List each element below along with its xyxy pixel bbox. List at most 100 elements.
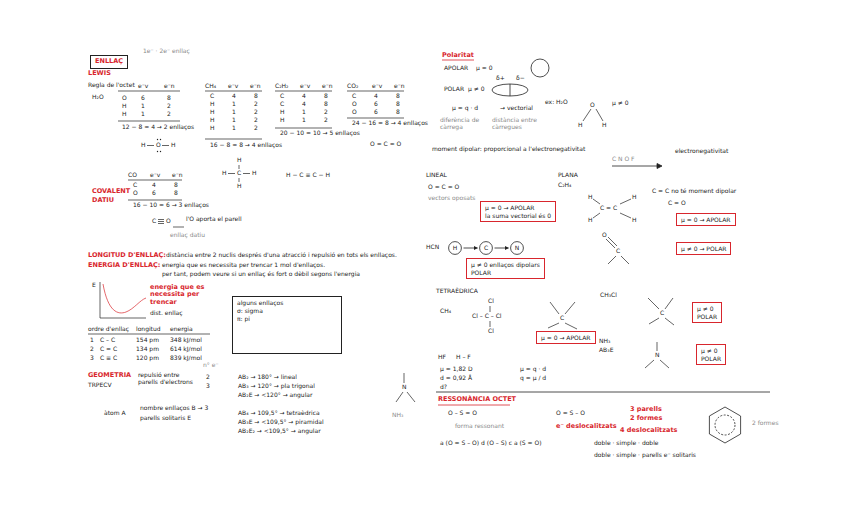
note-text: H (210, 101, 215, 108)
annotation-text: distància entre càrregues (492, 117, 542, 131)
note-text: energia (170, 326, 193, 333)
note-text: e⁻n (164, 83, 175, 90)
note-text: 1 (232, 125, 236, 132)
bond-line (657, 342, 658, 351)
note-text: μ = 1,82 D (440, 366, 473, 373)
note-text: 3 (206, 383, 210, 390)
note-text: energia que es necessita per trencar 1 m… (162, 262, 325, 269)
note-text: nombre enllaços B → 3 (140, 405, 208, 412)
note-text: 24 − 16 = 8 → 4 enllaços (352, 120, 428, 127)
annotation-text: vectors oposats (428, 195, 476, 202)
note-text: parells solitaris E (140, 415, 191, 422)
energy-graph (100, 318, 146, 319)
table-rule (275, 91, 332, 92)
bond-line (645, 360, 654, 368)
section-heading: 4 deslocalitzats (620, 427, 677, 434)
bond-line (407, 392, 415, 402)
note-text: electronegativitat (675, 148, 728, 155)
bond-line (596, 109, 603, 121)
note-text: 1 (141, 111, 145, 118)
note-text: CO₂ (347, 83, 358, 90)
note-text: 6 (141, 95, 145, 102)
note-text: 8 (174, 182, 178, 189)
bond-line (147, 109, 674, 402)
box-heading: μ = 0 → APOLAR (681, 216, 731, 223)
electron-dot (157, 151, 158, 152)
note-text: 1 (90, 337, 94, 344)
note-text: 1 (141, 103, 145, 110)
note-text: C (237, 170, 241, 177)
note-text: H₂O (92, 94, 104, 101)
note-text: μ = q · d (452, 105, 478, 112)
note-text: l'O aporta el parell (186, 216, 242, 223)
note-text: O = C = O (428, 184, 459, 191)
atom-circle: H (448, 241, 462, 255)
box-text: POLAR (697, 313, 717, 320)
bond-line (608, 237, 617, 246)
bond-line (158, 219, 164, 220)
note-text: 6 (374, 109, 378, 116)
annotation-text: enllaç datiu (170, 232, 205, 239)
note-text: 1 (232, 101, 236, 108)
polarity-sketch (612, 166, 658, 167)
note-text: 614 kJ/mol (170, 346, 202, 353)
annotation-text: 1e⁻ · 2e⁻ enllaç (143, 48, 190, 55)
table-rule (128, 200, 182, 201)
bond-line (243, 173, 250, 174)
note-text: 16 − 10 = 6 → 3 enllaços (133, 202, 209, 209)
note-text: C (352, 93, 356, 100)
note-text: CH₃Cl (600, 292, 617, 299)
note-text: E (92, 282, 96, 289)
electron-dot (160, 139, 161, 140)
note-text: AB₃ → 120° → pla trigonal (238, 383, 315, 390)
note-text: Cl (488, 298, 494, 305)
note-text: q = μ / d (520, 375, 546, 382)
note-text: H (632, 217, 637, 224)
section-heading: ENERGIA D'ENLLAÇ: (88, 262, 160, 269)
bond-line (548, 323, 559, 328)
annotation-text: diferència de càrrega (440, 117, 485, 131)
note-text: per tant, podem veure si un enllaç és fo… (162, 271, 360, 278)
note-text: e⁻n (172, 172, 183, 179)
note-text: 2 (254, 125, 258, 132)
box-heading: ENLLAÇ (95, 58, 123, 66)
box-text: POLAR (701, 355, 721, 362)
note-text: 134 pm (136, 346, 159, 353)
section-heading: 3 parells (630, 406, 662, 413)
note-text: 8 (396, 93, 400, 100)
result-box: μ ≠ 0 enllaços dipolarsPOLAR (466, 258, 545, 279)
section-heading: COVALENT (92, 188, 130, 195)
note-text: H (588, 194, 593, 201)
polarity-sketch (531, 59, 549, 77)
note-text: H (210, 109, 215, 116)
note-text: H (222, 170, 227, 177)
note-text: C (152, 218, 156, 225)
bond-line (620, 213, 631, 218)
note-text: H (237, 183, 242, 190)
note-text: 2 (90, 346, 94, 353)
note-text: repulsió entre parells d'electrons (138, 372, 200, 386)
note-text: H (280, 109, 285, 116)
note-text: Regla de l'octet (88, 82, 135, 89)
note-text: 3 (90, 355, 94, 362)
note-text: μ = q · d (520, 366, 546, 373)
note-text: AB₃E (599, 347, 613, 354)
table-rule (347, 91, 404, 92)
note-text: μ ≠ 0 (612, 100, 628, 107)
note-text: C (280, 93, 284, 100)
note-text: 8 (324, 101, 328, 108)
benzene-ring (709, 407, 740, 443)
annotation-text: forma ressonant (455, 423, 504, 430)
box-heading: μ = 0 → APOLAR (541, 334, 591, 341)
note-text: C ≡ C (100, 355, 117, 362)
polarity-sketch (510, 84, 511, 96)
note-text: O (133, 190, 138, 197)
box-text: σ: sigma (237, 307, 337, 314)
note-text: AB₄ → 109,5° → tetraèdrica (238, 410, 320, 417)
note-text: H (141, 142, 146, 149)
note-text: 4 (302, 93, 306, 100)
note-text: 2 (254, 117, 258, 124)
note-text: H (237, 157, 242, 164)
box-text: POLAR (471, 269, 540, 276)
